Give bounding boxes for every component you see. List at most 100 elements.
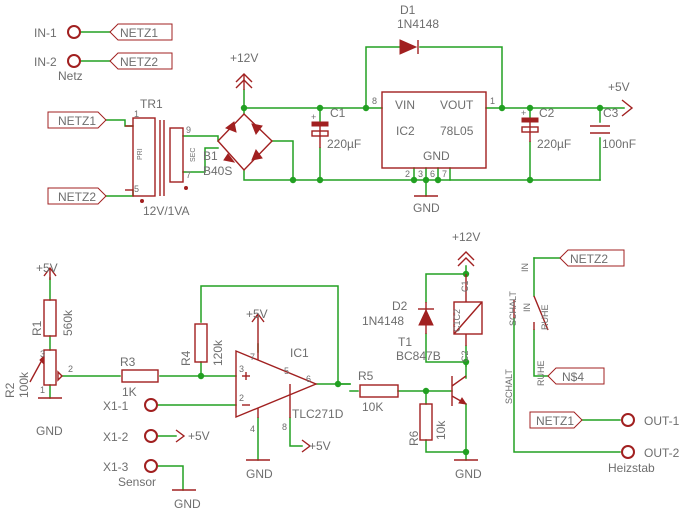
out1-pad — [621, 413, 635, 427]
resistor-r5: R5 10K — [358, 369, 399, 414]
sensor-label: Sensor — [118, 475, 156, 489]
c1-name: C1 — [330, 106, 346, 120]
r3-name: R3 — [120, 355, 136, 369]
tr1-pin7: 7 — [186, 170, 191, 180]
ic2-pin6: 6 — [430, 169, 435, 179]
svg-text:+: + — [311, 112, 316, 122]
tr1-rating: 12V/1VA — [143, 204, 189, 218]
plus5v-label-right: +5V — [608, 80, 630, 94]
gnd-symbol-r2: GND — [36, 397, 63, 438]
plus5v-label-x1: +5V — [188, 429, 210, 443]
c2-value: 220µF — [537, 137, 571, 151]
r5-value: 10K — [362, 400, 383, 414]
capacitor-c2: + C2 220µF — [521, 106, 571, 151]
d2-value: 1N4148 — [362, 314, 404, 328]
plus5v-supply-ic1-pin8: +5V — [301, 439, 331, 453]
gnd-label-top: GND — [413, 201, 440, 215]
ic1-value: TLC271D — [292, 407, 344, 421]
gnd-symbol-ic1: GND — [246, 459, 273, 481]
x12-pad — [144, 429, 158, 443]
plus12v-supply-relay: +12V — [452, 230, 480, 267]
connector-x1: X1-1 X1-2 X1-3 Sensor — [103, 398, 158, 489]
k1-in: IN — [520, 263, 530, 272]
r4-value: 120k — [211, 339, 225, 366]
plus12v-supply-top: +12V — [230, 51, 258, 90]
output-connector: OUT-1 OUT-2 Heizstab — [608, 413, 680, 475]
k1-c2: C2 — [460, 350, 470, 362]
ic1-pin5: 5 — [284, 366, 289, 376]
ic2-vout: VOUT — [440, 98, 474, 112]
resistor-r6: R6 10k — [407, 403, 448, 446]
heizstab-label: Heizstab — [608, 461, 655, 475]
ic2-vin: VIN — [395, 98, 415, 112]
plus5v-label-ic1: +5V — [246, 307, 268, 321]
tr1-pri: PRI — [137, 148, 144, 160]
in1-pad — [67, 25, 81, 39]
net-labels: NETZ1 NETZ2 NETZ1 NETZ2 NETZ2 N$4 NETZ1 — [47, 23, 625, 429]
r3-value: 1K — [122, 385, 137, 399]
d2-name: D2 — [392, 299, 408, 313]
plus12v-label-relay: +12V — [452, 230, 480, 244]
ic2-gnd: GND — [423, 149, 450, 163]
r2-name: R2 — [3, 382, 17, 398]
r5-name: R5 — [358, 369, 374, 383]
c3-name: C3 — [603, 106, 619, 120]
r2-pin2: 2 — [68, 364, 73, 374]
resistor-r4: R4 120k — [179, 323, 225, 366]
capacitor-c1: + C1 220µF — [311, 106, 361, 151]
out2-pad — [621, 445, 635, 459]
k1-ruhe-bottom: RUHE — [536, 360, 546, 386]
netz1-tag-tr: NETZ1 — [58, 114, 96, 128]
gnd-label-ic1: GND — [246, 467, 273, 481]
resistor-r3: R3 1K — [120, 355, 159, 399]
plus5v-supply-ic1: +5V — [246, 307, 268, 344]
ic2-pin1: 1 — [490, 96, 495, 106]
gnd-label-x1: GND — [174, 497, 201, 511]
in2-pad — [67, 54, 81, 68]
d1-value: 1N4148 — [397, 17, 439, 31]
capacitor-c3: C3 100nF — [590, 106, 636, 151]
k1-c1c2: C1C2 — [452, 309, 462, 332]
junctions — [197, 104, 604, 456]
c3-value: 100nF — [602, 137, 636, 151]
netz2-tag-top: NETZ2 — [120, 55, 158, 69]
x13-label: X1-3 — [103, 460, 129, 474]
ic2-pin7: 7 — [442, 169, 447, 179]
k1-schalt-bottom: SCHALT — [504, 369, 514, 404]
plus5v-label-r1: +5V — [36, 261, 58, 275]
ic1-pin6: 6 — [306, 374, 311, 384]
d1-name: D1 — [400, 3, 416, 17]
r4-name: R4 — [179, 350, 193, 366]
k1-schalt-top: SCHALT — [508, 291, 518, 326]
k1-in-inner: IN — [522, 303, 532, 312]
ic2-pin8: 8 — [372, 96, 377, 106]
ic2-pin3: 3 — [418, 169, 423, 179]
opamp-ic1: IC1 TLC271D 3 2 4 7 5 6 8 — [235, 344, 344, 434]
ic1-pin7: 7 — [250, 352, 255, 362]
tr1-pin9: 9 — [186, 125, 191, 135]
x13-pad — [144, 459, 158, 473]
r1-name: R1 — [30, 320, 44, 336]
plus5v-supply-r1: +5V — [36, 261, 58, 280]
gnd-symbol-top: GND — [413, 195, 440, 215]
diode-d2: D2 1N4148 — [362, 299, 434, 334]
gnd-label-r2: GND — [36, 424, 63, 438]
gnd-symbol-t1: GND — [454, 459, 482, 481]
in2-label: IN-2 — [34, 55, 57, 69]
k1-ruhe-top: RUHE — [540, 304, 550, 330]
transformer-tr1: TR1 PRI SEC 1 5 9 7 12V/1VA — [125, 97, 197, 218]
x11-label: X1-1 — [103, 399, 129, 413]
r2-pin3: 3 — [40, 349, 45, 359]
c1-value: 220µF — [327, 137, 361, 151]
tr1-name: TR1 — [140, 97, 163, 111]
resistor-r1: R1 560k — [30, 299, 75, 337]
c2-name: C2 — [539, 106, 555, 120]
t1-name: T1 — [398, 335, 412, 349]
tr1-sec: SEC — [190, 148, 197, 162]
relay-coil-k1: C1 C1C2 C2 — [452, 274, 483, 362]
diode-d1: D1 1N4148 — [397, 3, 439, 55]
tr1-pin5: 5 — [134, 184, 139, 194]
t1-value: BC847B — [396, 349, 441, 363]
netz1-tag-top: NETZ1 — [120, 26, 158, 40]
